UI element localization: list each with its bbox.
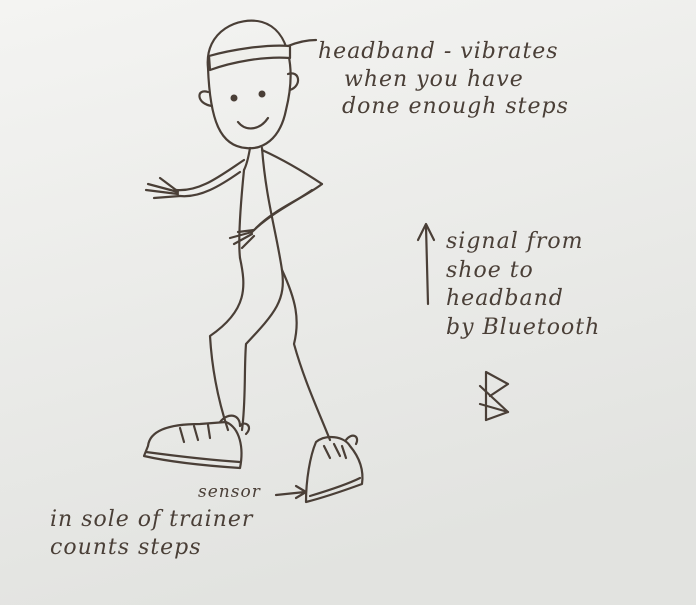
sole-note: in sole of trainer counts steps [50,506,253,561]
sole-note-line-2: counts steps [50,534,253,562]
signal-note-line-3: headband [446,285,600,314]
left-eye [232,96,237,101]
headband-note-line-2: when you have [318,66,569,94]
headband-note: headband - vibrates when you have done e… [318,38,569,121]
right-eye [260,92,265,97]
headband-note-line-3: done enough steps [318,93,569,121]
sole-note-line-1: in sole of trainer [50,506,253,534]
signal-note-line-2: shoe to [446,257,600,286]
signal-note: signal from shoe to headband by Bluetoot… [446,228,600,342]
signal-note-line-1: signal from [446,228,600,257]
signal-note-line-4: by Bluetooth [446,314,600,343]
sensor-label: sensor [198,482,261,503]
headband-note-line-1: headband - vibrates [318,38,569,66]
